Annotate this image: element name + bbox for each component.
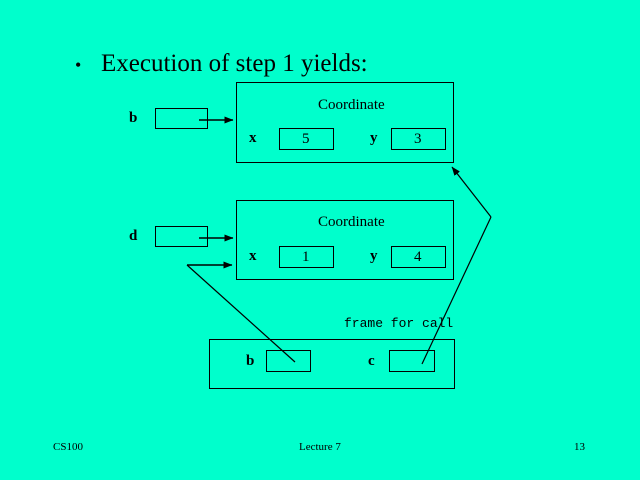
field-value-y-2: 4 <box>414 249 422 265</box>
field-value-box-x-1 <box>279 128 334 150</box>
param-label-b: b <box>246 353 255 369</box>
footer-page-number: 13 <box>574 441 585 453</box>
field-label-y-2: y <box>370 248 378 264</box>
field-label-x-1: x <box>249 130 257 146</box>
field-value-box-x-2 <box>279 246 334 268</box>
field-value-y-1: 3 <box>414 131 422 147</box>
variable-label-b: b <box>129 110 138 126</box>
footer-course: CS100 <box>53 441 83 453</box>
class-name-coordinate-2: Coordinate <box>318 214 385 230</box>
pointer-box-b <box>155 108 208 129</box>
field-label-x-2: x <box>249 248 257 264</box>
call-frame-caption: frame for call <box>344 316 454 331</box>
param-value-box-b <box>266 350 311 372</box>
arrow-frame-c-to-coordinate-1 <box>451 166 492 218</box>
field-value-box-y-1 <box>391 128 446 150</box>
class-name-coordinate-1: Coordinate <box>318 97 385 113</box>
variable-label-d: d <box>129 228 138 244</box>
param-value-box-c <box>389 350 435 372</box>
page-title: • Execution of step 1 yields: <box>50 26 368 101</box>
object-box-coordinate-2 <box>236 200 454 280</box>
field-label-y-1: y <box>370 130 378 146</box>
title-text: Execution of step 1 yields: <box>101 50 368 77</box>
field-value-x-2: 1 <box>302 249 310 265</box>
field-value-x-1: 5 <box>302 131 310 147</box>
param-label-c: c <box>368 353 375 369</box>
footer-lecture: Lecture 7 <box>299 441 341 453</box>
bullet-icon: • <box>75 55 82 76</box>
pointer-box-d <box>155 226 208 247</box>
object-box-coordinate-1 <box>236 82 454 163</box>
